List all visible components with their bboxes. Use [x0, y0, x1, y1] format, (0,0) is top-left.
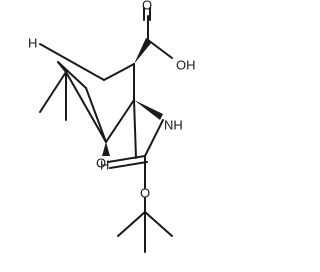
- bond-carboxyl-oh: [147, 39, 173, 59]
- atom-o-carbamate: O: [96, 155, 106, 170]
- carboxylic-acid: [143, 7, 173, 59]
- bond-c4-methyl: [133, 99, 137, 159]
- wedge-c5-h: [102, 142, 110, 156]
- chemical-structure: H H OH NH O O O: [28, 0, 196, 253]
- atom-o-acid: O: [142, 0, 152, 12]
- bond-carbamate-co-b: [109, 161, 148, 169]
- wedge-c3-carboxyl: [134, 38, 152, 64]
- atom-nh: NH: [164, 117, 183, 132]
- atom-o-ester: O: [140, 185, 150, 200]
- bond-c5-c4: [105, 99, 135, 143]
- bond-c6-methyl-a: [39, 71, 67, 113]
- bond-tbu-me1: [117, 211, 146, 237]
- bond-n-c: [144, 119, 164, 157]
- bicyclic-ring: [39, 43, 137, 159]
- bond-carbamate-co-a: [107, 155, 146, 163]
- stereo-wedges: [102, 38, 163, 156]
- bond-tbu-me2: [144, 211, 173, 237]
- carbamate: [107, 119, 173, 253]
- atom-oh: OH: [176, 57, 196, 72]
- atom-h-bottom: H: [100, 157, 109, 172]
- wedge-c4-n: [134, 100, 163, 120]
- atom-h-top: H: [28, 35, 37, 50]
- bond-c6-c5: [65, 71, 107, 143]
- bond-c1-c2: [39, 43, 105, 81]
- atom-labels: H H OH NH O O O: [28, 0, 196, 200]
- bond-c1-bridge: [57, 61, 87, 89]
- bond-c2-c3: [103, 63, 135, 81]
- bond-bridge-c5: [85, 87, 107, 143]
